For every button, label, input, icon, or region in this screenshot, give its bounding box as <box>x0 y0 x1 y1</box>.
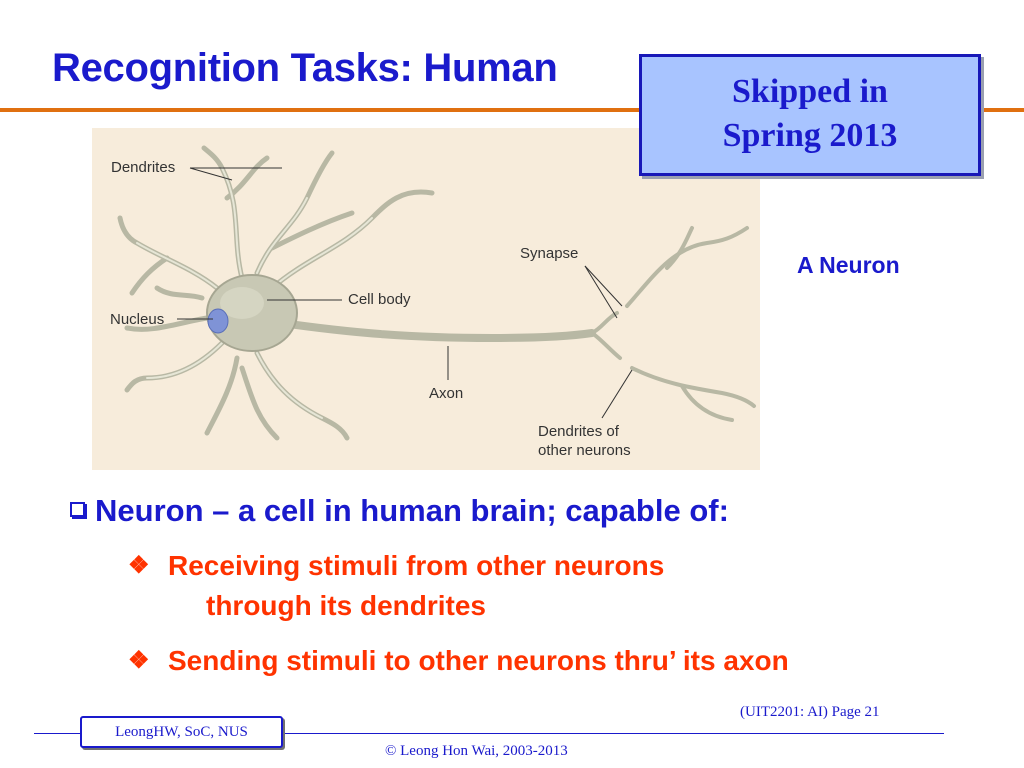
hollow-square-bullet-icon <box>70 502 85 518</box>
sub-bullet-sending: ❖ Sending stimuli to other neurons thru’ … <box>128 642 789 682</box>
main-bullet-text: Neuron – a cell in human brain; capable … <box>95 493 729 528</box>
neuron-illustration: Dendrites Nucleus Cell body Synapse Axon… <box>92 128 760 470</box>
notice-line-2: Spring 2013 <box>722 117 898 154</box>
sub-bullet-1-line-1: Receiving stimuli from other neurons <box>168 550 665 581</box>
neuron-diagram: Dendrites Nucleus Cell body Synapse Axon… <box>92 128 760 470</box>
cell-body-highlight <box>220 287 264 319</box>
copyright-notice: © Leong Hon Wai, 2003-2013 <box>385 743 568 759</box>
page-number: (UIT2201: AI) Page 21 <box>740 704 880 720</box>
label-leader-lines <box>177 167 633 419</box>
label-dendrites-other-line2: other neurons <box>538 442 631 459</box>
nucleus-shape <box>207 308 229 334</box>
sub-bullet-receiving: ❖ Receiving stimuli from other neurons th… <box>128 547 664 625</box>
label-synapse: Synapse <box>520 245 578 262</box>
label-dendrites: Dendrites <box>111 159 175 176</box>
other-neuron-dendrites <box>625 226 756 422</box>
title-divider <box>0 108 1024 112</box>
diamond-bullet-icon: ❖ <box>128 552 150 579</box>
label-dendrites-other-line1: Dendrites of <box>538 423 620 440</box>
notice-line-1: Skipped in <box>732 73 888 110</box>
footer-rule <box>34 733 944 734</box>
figure-caption: A Neuron <box>797 252 900 278</box>
label-cell-body: Cell body <box>348 291 411 308</box>
sub-bullet-1-line-2: through its dendrites <box>206 590 486 621</box>
main-bullet: Neuron – a cell in human brain; capable … <box>70 493 729 529</box>
skipped-notice-box: Skipped in Spring 2013 <box>639 54 981 176</box>
neuron-dendrites-highlight <box>136 167 373 419</box>
diamond-bullet-icon: ❖ <box>128 647 150 674</box>
figure-background <box>92 128 760 470</box>
sub-bullet-2-line-1: Sending stimuli to other neurons thru’ i… <box>168 645 789 676</box>
label-axon: Axon <box>429 385 463 402</box>
slide-title: Recognition Tasks: Human <box>52 46 558 90</box>
author-label: LeongHW, SoC, NUS <box>80 716 283 748</box>
label-nucleus: Nucleus <box>110 311 164 328</box>
